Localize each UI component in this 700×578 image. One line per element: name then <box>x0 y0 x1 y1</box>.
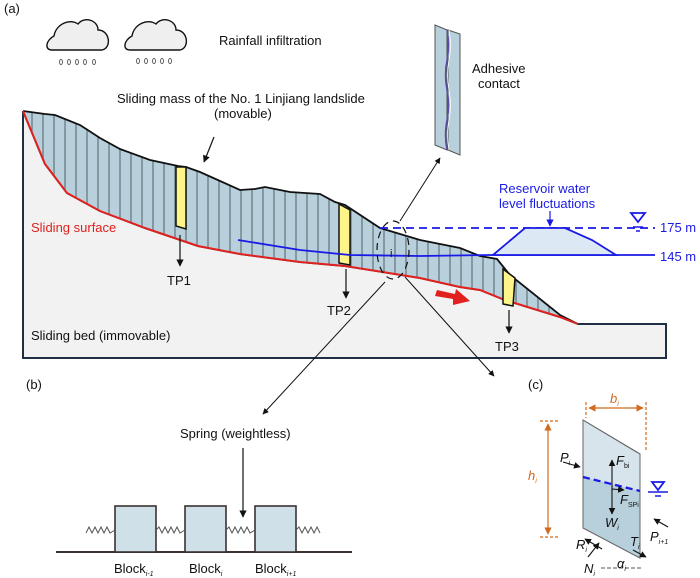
panel-c: (c) bi hi <box>528 377 668 578</box>
sliding-bed-label: Sliding bed (immovable) <box>31 328 170 343</box>
P-i-label: Pi <box>560 450 571 467</box>
W-i-label: Wi <box>605 515 619 532</box>
water-level-symbol-icon <box>629 212 647 232</box>
spring-icon <box>225 525 256 535</box>
sliding-surface-line <box>22 110 579 325</box>
tp1-label: TP1 <box>167 273 191 288</box>
width-label: bi <box>610 391 619 408</box>
block-i-marker: i <box>390 248 392 260</box>
sliding-mass-arrow <box>203 136 215 163</box>
force-R-i-arrow <box>584 538 603 550</box>
block-i-highlight <box>376 220 410 280</box>
water-level-145-label: 145 m <box>660 249 696 264</box>
tp3-label: TP3 <box>495 339 519 354</box>
force-F-SPi-arrow <box>611 486 625 493</box>
panel-a: (a) Rainfall infiltration Adhesive conta… <box>4 1 696 415</box>
tp2-label: TP2 <box>327 303 351 318</box>
rain-cloud-icon <box>124 19 187 64</box>
force-P-i1-arrow <box>653 518 669 528</box>
R-i-label: Ri <box>576 537 587 554</box>
spring-label: Spring (weightless) <box>180 426 291 441</box>
adhesive-connector-arrow <box>399 157 441 222</box>
spring-icon <box>85 525 116 535</box>
block-i-minus-1 <box>114 505 157 553</box>
F-SPi-label: FSPi <box>620 492 639 509</box>
block-label-i-plus-1: Blocki+1 <box>255 561 296 578</box>
alpha-i-label: αi <box>617 556 626 573</box>
T-i-label: Ti <box>630 534 640 551</box>
spring-icon <box>295 525 321 535</box>
N-i-label: Ni <box>584 561 595 578</box>
panel-b: (b) Spring (weightless) Blocki-1 Blocki … <box>26 377 352 578</box>
reservoir-label-2: level fluctuations <box>499 196 596 211</box>
spring-connector-arrow <box>262 281 386 415</box>
sliding-mass-label-1: Sliding mass of the No. 1 Linjiang lands… <box>117 91 365 106</box>
test-pit-2 <box>338 202 351 266</box>
reservoir-label-1: Reservoir water <box>499 181 591 196</box>
sliding-mass-label-2: (movable) <box>214 106 272 121</box>
block-i <box>184 505 227 553</box>
test-pit-1 <box>175 166 187 231</box>
force-T-i-arrow <box>632 549 647 558</box>
force-P-i-arrow <box>562 461 581 469</box>
block-connector-arrow <box>404 276 495 377</box>
water-level-symbol-icon <box>648 481 668 497</box>
adhesive-label-1: Adhesive <box>472 61 525 76</box>
block-label-i: Blocki <box>189 561 223 578</box>
force-N-i-arrow <box>587 542 600 558</box>
P-i1-label: Pi+1 <box>650 529 668 546</box>
adhesive-label-2: contact <box>478 76 520 91</box>
phreatic-line <box>582 475 641 493</box>
reservoir-fluctuation-zone <box>490 227 620 256</box>
movement-direction-arrow <box>435 289 470 305</box>
water-level-175-label: 175 m <box>660 220 696 235</box>
F-bi-label: Fbi <box>616 453 630 470</box>
rainfall-label: Rainfall infiltration <box>219 33 322 48</box>
panel-a-label: (a) <box>4 1 20 16</box>
panel-c-label: (c) <box>528 377 543 392</box>
block-label-i-minus-1: Blocki-1 <box>114 561 154 578</box>
adhesive-contact-icon <box>434 24 461 156</box>
sliding-surface-label: Sliding surface <box>31 220 116 235</box>
height-label: hi <box>528 468 537 485</box>
spring-icon <box>155 525 186 535</box>
rain-cloud-icon <box>46 19 109 65</box>
sliding-mass <box>23 111 578 324</box>
test-pit-3 <box>502 267 516 307</box>
panel-b-label: (b) <box>26 377 42 392</box>
block-i-plus-1 <box>254 505 297 553</box>
